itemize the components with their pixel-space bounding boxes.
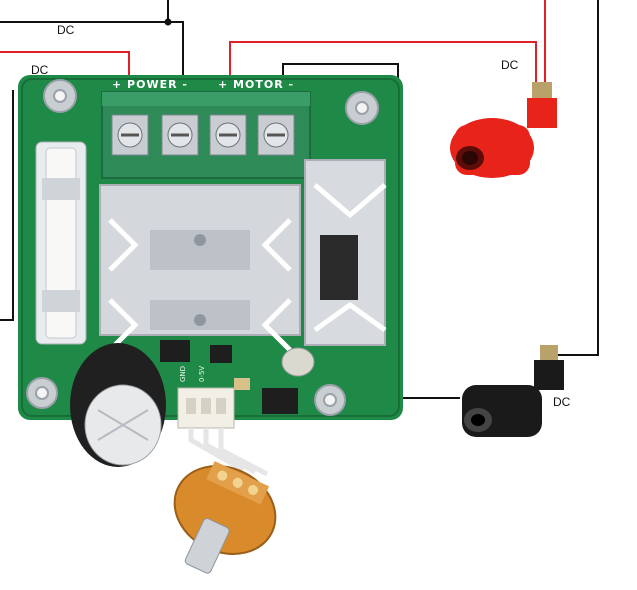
wire-black-right: [552, 0, 599, 356]
terminal-block: + POWER - + MOTOR -: [101, 78, 311, 179]
potentiometer: [173, 428, 277, 574]
power-silkscreen: + POWER -: [112, 78, 188, 91]
small-components: [160, 340, 315, 414]
motor-silkscreen: + MOTOR -: [218, 78, 294, 91]
mounting-holes: [26, 79, 379, 416]
black-binding-post: [462, 345, 564, 437]
label-dc-red-post: DC: [501, 58, 519, 72]
wire-black-left: [0, 90, 14, 321]
label-dc-top: DC: [57, 23, 75, 37]
dc-labels: DC DC DC DC: [31, 23, 571, 409]
volt-silkscreen: 0-5V: [198, 366, 206, 382]
red-binding-post: [450, 82, 557, 178]
pwm-controller-board: + POWER - + MOTOR -: [18, 75, 403, 467]
wire-junction: [164, 18, 172, 26]
fuse: [35, 141, 87, 345]
capacitor: [70, 343, 166, 467]
heatsink-side: [304, 159, 387, 346]
label-dc-black-post: DC: [553, 395, 571, 409]
wire-black-power-negative: [0, 0, 169, 23]
heatsink-main: [99, 184, 301, 352]
label-dc-left: DC: [31, 63, 49, 77]
three-pin-connector: GND 0-5V: [177, 366, 235, 429]
terminal-screws: [111, 114, 295, 156]
gnd-silkscreen: GND: [179, 366, 187, 382]
